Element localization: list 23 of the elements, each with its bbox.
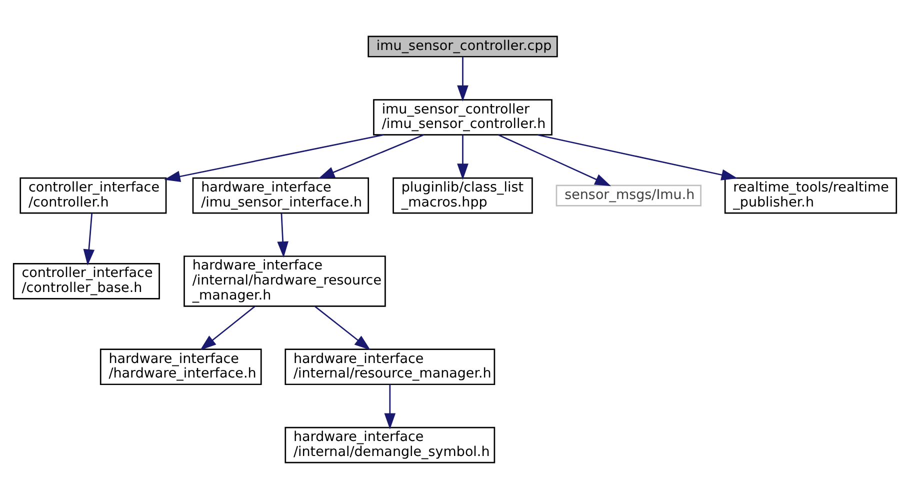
node-box: imu_sensor_controller /imu_sensor_controller.h <box>373 99 552 136</box>
arrow <box>164 134 384 182</box>
node-box: hardware_interface /internal/demangle_symbol.h <box>284 426 496 464</box>
arrow <box>384 384 396 430</box>
arrow <box>314 306 370 350</box>
arrow <box>537 134 738 180</box>
arrow <box>277 213 288 258</box>
node-box: imu_sensor_controller.cpp <box>368 36 558 58</box>
node-box: hardware_interface /internal/hardware_resource _manager.h <box>184 256 386 307</box>
arrow <box>318 134 424 179</box>
node-box: hardware_interface /hardware_interface.h <box>100 348 262 386</box>
node-box: controller_interface /controller_base.h <box>12 262 160 300</box>
arrow <box>457 56 468 102</box>
node-box: pluginlib/class_list _macros.hpp <box>392 177 533 214</box>
node-box: hardware_interface /internal/resource_manager.h <box>284 348 496 386</box>
arrow <box>457 135 468 180</box>
node-box: hardware_interface /imu_sensor_interface.h <box>192 177 370 214</box>
arrow <box>498 134 612 186</box>
arrow <box>83 213 95 266</box>
node-box: sensor_msgs/Imu.h <box>556 184 702 206</box>
node-box: realtime_tools/realtime _publisher.h <box>724 177 898 214</box>
node-box: controller_interface /controller.h <box>20 177 167 214</box>
arrow <box>200 306 256 350</box>
